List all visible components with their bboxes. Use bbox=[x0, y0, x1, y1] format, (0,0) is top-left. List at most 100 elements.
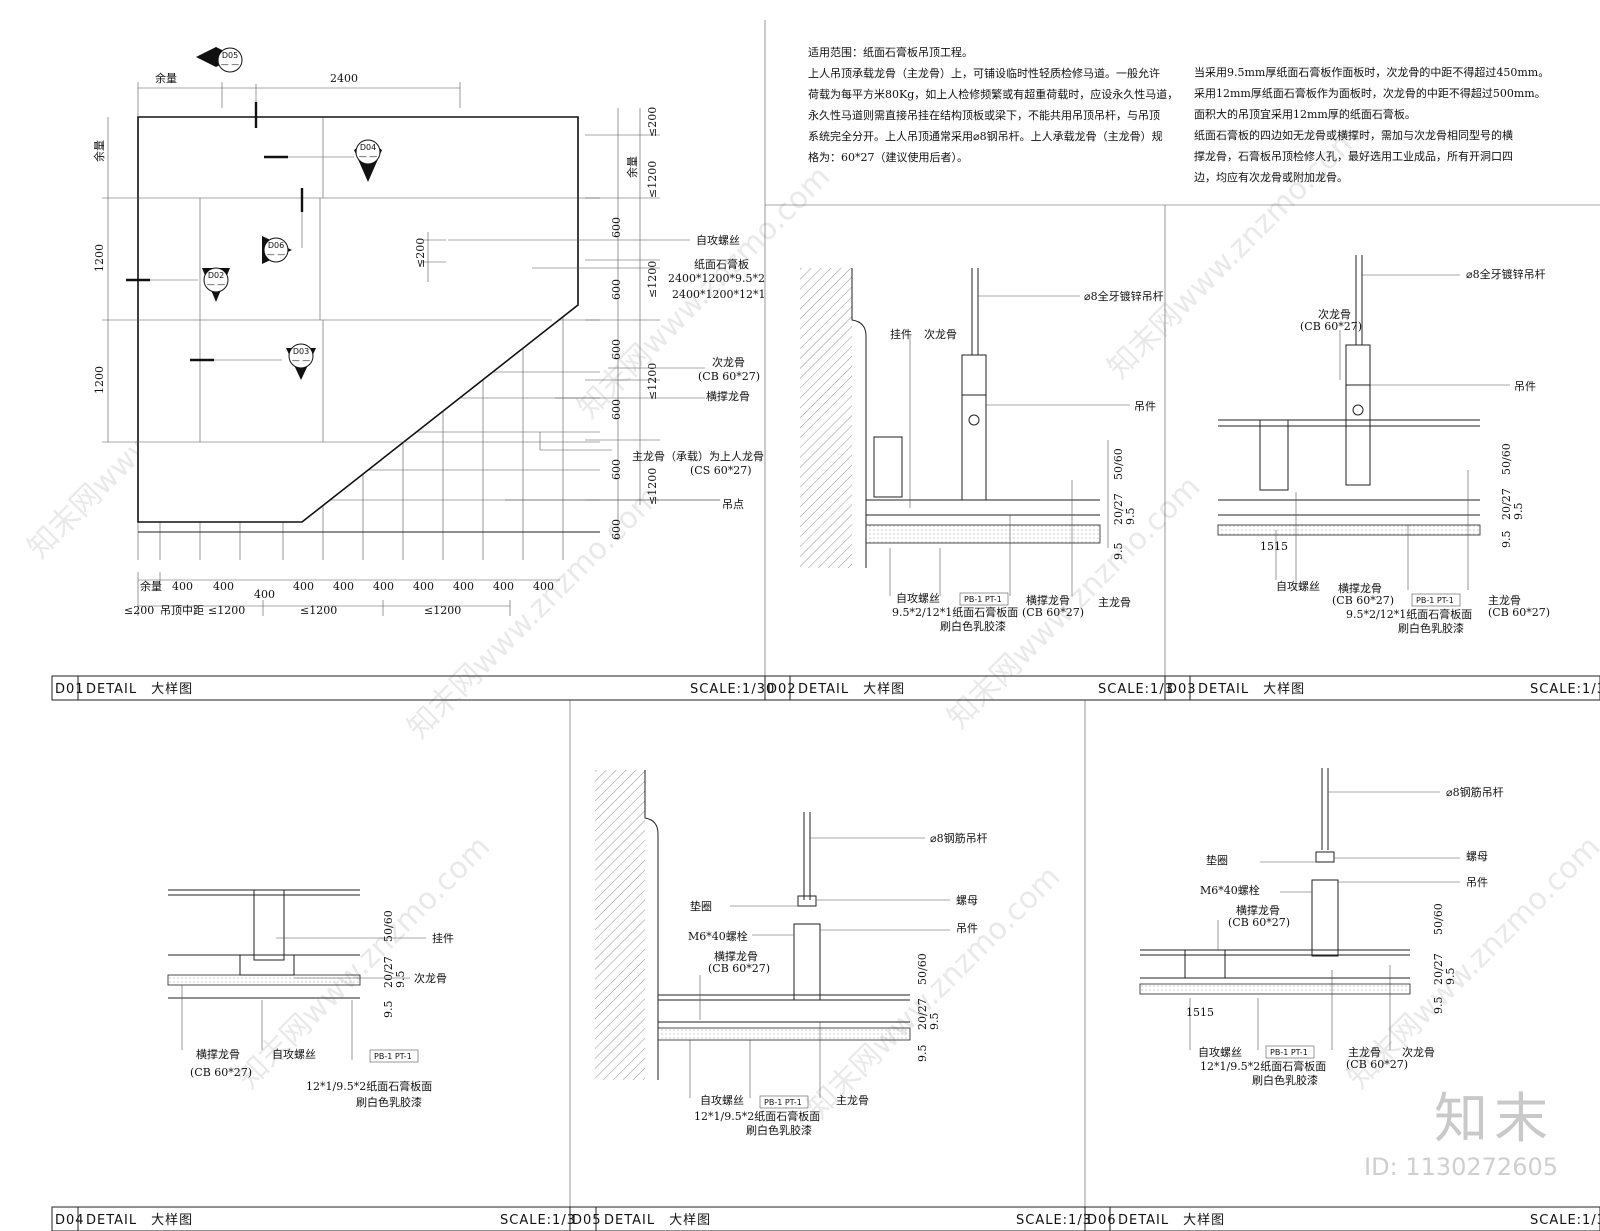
bar-d04-scale: SCALE:1/3 bbox=[500, 1213, 576, 1228]
svg-text:(CB 60*27): (CB 60*27) bbox=[1228, 916, 1290, 929]
bar-d02-scale: SCALE:1/3 bbox=[1098, 682, 1174, 697]
svg-text:≤1200: ≤1200 bbox=[208, 604, 245, 617]
svg-text:吊件: 吊件 bbox=[956, 922, 978, 935]
svg-text:(CB 60*27): (CB 60*27) bbox=[1488, 606, 1550, 619]
svg-text:400: 400 bbox=[293, 580, 314, 593]
svg-text:吊件: 吊件 bbox=[1466, 876, 1488, 889]
svg-text:M6*40螺栓: M6*40螺栓 bbox=[1200, 883, 1260, 897]
bar-d02-code: D02 bbox=[767, 682, 797, 697]
svg-text:50/60: 50/60 bbox=[916, 953, 929, 985]
svg-text:2400*1200*9.5*2: 2400*1200*9.5*2 bbox=[668, 272, 765, 285]
svg-text:— —: — — bbox=[221, 60, 240, 69]
dim-right-200: ≤200 bbox=[646, 107, 659, 137]
svg-text:挂件: 挂件 bbox=[432, 931, 454, 945]
watermark: 知末网www.znzmo.com bbox=[231, 829, 497, 1095]
svg-text:螺母: 螺母 bbox=[1466, 850, 1488, 863]
svg-text:600: 600 bbox=[610, 279, 623, 300]
dim-left-1200b: 1200 bbox=[93, 366, 106, 394]
svg-text:20/27: 20/27 bbox=[1500, 488, 1513, 520]
svg-text:PB-1 PT-1: PB-1 PT-1 bbox=[964, 595, 1002, 604]
svg-text:— —: — — bbox=[207, 280, 226, 289]
svg-text:自攻螺丝: 自攻螺丝 bbox=[1276, 579, 1320, 593]
note-line: 格为：60*27（建议使用后者）。 bbox=[808, 151, 968, 164]
svg-text:9.5: 9.5 bbox=[1112, 543, 1125, 561]
svg-text:PB-1 PT-1: PB-1 PT-1 bbox=[1416, 596, 1454, 605]
section-marker-d04: D04 — — bbox=[354, 139, 382, 182]
svg-text:50/60: 50/60 bbox=[382, 910, 395, 942]
label-main-keel: 主龙骨（承载）为上人龙骨 bbox=[632, 450, 764, 463]
svg-text:9.5*2/12*1纸面石膏板面: 9.5*2/12*1纸面石膏板面 bbox=[1346, 607, 1472, 621]
svg-text:(CB 60*27): (CB 60*27) bbox=[708, 962, 770, 975]
svg-text:600: 600 bbox=[610, 519, 623, 540]
svg-text:PB-1 PT-1: PB-1 PT-1 bbox=[764, 1098, 802, 1107]
svg-text:20/27: 20/27 bbox=[382, 956, 395, 988]
svg-text:主龙骨: 主龙骨 bbox=[1098, 596, 1131, 609]
bar-d02-title: DETAIL 大样图 bbox=[798, 682, 905, 697]
svg-text:50/60: 50/60 bbox=[1112, 448, 1125, 480]
d04-section: 50/60 20/27 9.5 9.5 挂件 次龙骨 横撑龙骨 (CB 60*2… bbox=[167, 889, 454, 1109]
svg-text:横撑龙骨: 横撑龙骨 bbox=[1236, 903, 1280, 917]
bar-d01-scale: SCALE:1/30 bbox=[690, 682, 775, 697]
svg-text:≤1200: ≤1200 bbox=[646, 468, 659, 505]
svg-text:50/60: 50/60 bbox=[1500, 443, 1513, 475]
note-line: 撑龙骨，石膏板吊顶检修人孔，最好选用工业成品，所有开洞口四 bbox=[1194, 150, 1513, 163]
bar-d05-code: D05 bbox=[572, 1213, 602, 1228]
svg-text:≤200: ≤200 bbox=[124, 604, 154, 617]
bar-d03-scale: SCALE:1/3 bbox=[1530, 682, 1600, 697]
svg-text:自攻螺丝: 自攻螺丝 bbox=[272, 1047, 316, 1061]
svg-text:9.5: 9.5 bbox=[1444, 968, 1457, 986]
bar-d03-code: D03 bbox=[1167, 682, 1197, 697]
svg-text:600: 600 bbox=[610, 339, 623, 360]
title-bars: D01 DETAIL 大样图 SCALE:1/30 D02 DETAIL 大样图… bbox=[51, 675, 1600, 1231]
svg-text:横撑龙骨: 横撑龙骨 bbox=[1026, 593, 1070, 607]
svg-text:(CB 60*27): (CB 60*27) bbox=[190, 1066, 252, 1079]
svg-text:— —: — — bbox=[292, 356, 311, 365]
label-gypsum-board: 纸面石膏板 bbox=[694, 257, 749, 271]
d01-plan: D05 — — D04 — — D06 — — D02 — — D03 — — bbox=[92, 47, 765, 617]
svg-text:≤1200: ≤1200 bbox=[300, 604, 337, 617]
panel-frames bbox=[569, 20, 1600, 1210]
bar-d01-code: D01 bbox=[55, 682, 85, 697]
svg-text:(CB 60*27): (CB 60*27) bbox=[1346, 1058, 1408, 1071]
svg-text:螺母: 螺母 bbox=[956, 894, 978, 907]
svg-text:≤1200: ≤1200 bbox=[646, 161, 659, 198]
svg-text:⌀8全牙镀锌吊杆: ⌀8全牙镀锌吊杆 bbox=[1084, 289, 1164, 303]
bar-d05-scale: SCALE:1/3 bbox=[1016, 1213, 1092, 1228]
brand-logo: 知末 bbox=[1434, 1087, 1554, 1150]
svg-text:9.5: 9.5 bbox=[1432, 997, 1445, 1015]
svg-text:2400*1200*12*1: 2400*1200*12*1 bbox=[672, 288, 765, 301]
svg-text:⌀8钢筋吊杆: ⌀8钢筋吊杆 bbox=[930, 831, 988, 845]
svg-text:600: 600 bbox=[610, 217, 623, 238]
svg-text:D06: D06 bbox=[268, 241, 284, 250]
bar-d01-title: DETAIL 大样图 bbox=[86, 682, 193, 697]
dim-top-2400: 2400 bbox=[330, 72, 358, 85]
svg-text:1515: 1515 bbox=[1260, 540, 1288, 553]
svg-text:刷白色乳胶漆: 刷白色乳胶漆 bbox=[1252, 1073, 1318, 1087]
note-line: 采用12mm厚纸面石膏板作为面板时，次龙骨的中距不得超过500mm。 bbox=[1194, 87, 1546, 100]
svg-text:20/27: 20/27 bbox=[1112, 493, 1125, 525]
svg-text:20/27: 20/27 bbox=[1432, 953, 1445, 985]
bar-d03-title: DETAIL 大样图 bbox=[1198, 682, 1305, 697]
note-line: 面积大的吊顶宜采用12mm厚的纸面石膏板。 bbox=[1194, 108, 1416, 121]
svg-text:吊顶中距: 吊顶中距 bbox=[160, 604, 204, 617]
svg-text:余量: 余量 bbox=[140, 579, 162, 593]
note-line: 边，均应有次龙骨或附加龙骨。 bbox=[1194, 171, 1348, 184]
svg-text:≤1200: ≤1200 bbox=[424, 604, 461, 617]
svg-text:(CB 60*27): (CB 60*27) bbox=[1332, 594, 1394, 607]
svg-text:50/60: 50/60 bbox=[1432, 903, 1445, 935]
section-marker-d05: D05 — — bbox=[196, 47, 243, 73]
watermark: 知末网www.znzmo.com bbox=[801, 859, 1067, 1125]
d02-section: 50/60 20/27 9.5 9.5 ⌀8全牙镀锌吊杆 挂件 次龙骨 吊件 自… bbox=[800, 268, 1164, 633]
section-marker-d03: D03 — — bbox=[286, 343, 316, 380]
svg-text:600: 600 bbox=[610, 459, 623, 480]
svg-text:吊件: 吊件 bbox=[1514, 380, 1536, 393]
svg-text:自攻螺丝: 自攻螺丝 bbox=[896, 591, 940, 605]
section-marker-d06: D06 — — bbox=[262, 236, 292, 264]
svg-text:9.5: 9.5 bbox=[928, 1013, 941, 1031]
svg-text:400: 400 bbox=[373, 580, 394, 593]
d06-section: 50/60 20/27 9.5 9.5 ⌀8钢筋吊杆 垫圈 螺母 M6*40螺栓… bbox=[1139, 768, 1504, 1087]
note-line: 系统完全分开。上人吊顶通常采用⌀8钢吊杆。上人承载龙骨（主龙骨）规 bbox=[808, 130, 1163, 143]
dim-left-allowance: 余量 bbox=[92, 140, 106, 162]
svg-text:次龙骨: 次龙骨 bbox=[414, 971, 447, 985]
